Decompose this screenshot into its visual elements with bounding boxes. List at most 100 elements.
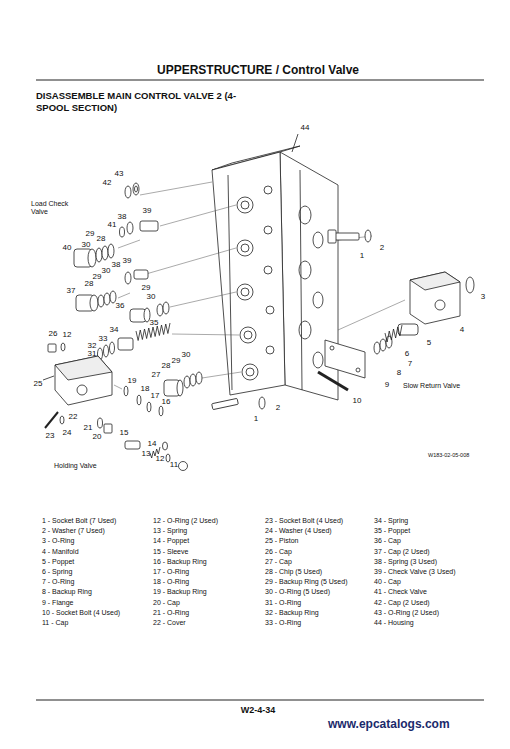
housing-shape-shape — [266, 346, 274, 354]
housing-shape-shape — [241, 201, 249, 209]
callout-number: 20 — [93, 433, 102, 441]
callout-number: 32 — [88, 342, 97, 350]
callout-number: 43 — [115, 170, 124, 178]
assembly-lines — [118, 182, 405, 378]
check-valve-parts-shape — [104, 345, 109, 357]
load-check-valve-parts-shape — [125, 186, 131, 198]
assembly-lines-shape — [140, 182, 212, 195]
slow-return-valve-parts-shape — [318, 372, 348, 390]
spring-symbols — [136, 323, 402, 458]
parts-list-entry: 16 - Backup Ring — [153, 558, 207, 565]
parts-list-entry: 9 - Flange — [42, 599, 74, 606]
callout-number: 27 — [152, 371, 161, 379]
parts-list-entry: 15 - Sleeve — [153, 548, 188, 555]
header-rule — [36, 79, 484, 80]
parts-list-entry: 2 - Washer (7 Used) — [42, 527, 105, 534]
slow-return-valve-parts-shape — [335, 233, 359, 240]
slow-return-valve-parts-shape — [410, 272, 460, 324]
callout-number: 34 — [110, 326, 119, 334]
callout-number: 28 — [162, 362, 171, 370]
figure-code: W183-02-05-008 — [428, 453, 469, 459]
holding-valve-parts-shape — [104, 424, 112, 433]
callout-number: 28 — [85, 280, 94, 288]
callout-number: 23 — [46, 432, 55, 440]
check-valve-parts-shape — [98, 295, 104, 307]
housing-shape — [237, 186, 323, 380]
callout-number: 8 — [397, 369, 401, 377]
page-title: UPPERSTRUCTURE / Control Valve — [157, 64, 359, 76]
callout-number: 28 — [97, 235, 106, 243]
holding-valve-parts-shape — [43, 376, 54, 380]
callout-number: 30 — [102, 267, 111, 275]
slow-return-valve-parts-shape — [259, 397, 265, 409]
parts-list-entry: 11 - Cap — [42, 619, 68, 626]
callout-number: 44 — [301, 124, 310, 132]
holding-valve-parts-shape — [124, 386, 128, 396]
load-check-valve-parts-shape — [88, 249, 96, 267]
slow-return-valve-parts-shape — [435, 300, 445, 310]
load-check-valve-parts-shape — [102, 246, 108, 260]
parts-list-entry: 27 - Cap — [265, 558, 292, 565]
check-valve-parts-shape — [110, 342, 115, 354]
holding-valve-parts-shape — [45, 412, 58, 428]
watermark: www.epcatalogs.com — [328, 718, 450, 730]
parts-list-entry: 20 - Cap — [153, 599, 180, 606]
assembly-lines-shape — [172, 334, 239, 335]
callout-number: 24 — [63, 429, 72, 437]
slow-return-valve-parts-shape — [330, 346, 334, 350]
parts-list-entry: 36 - Cap — [374, 537, 401, 544]
check-valve-parts-shape — [157, 304, 163, 316]
housing-shape-shape — [240, 327, 256, 343]
housing-shape-shape — [246, 368, 254, 376]
callout-number: 33 — [99, 335, 108, 343]
check-valve-parts-shape — [110, 291, 116, 303]
slow-return-valve-parts-shape — [466, 277, 474, 293]
housing-shape — [300, 170, 302, 390]
callout-number: 41 — [108, 221, 117, 229]
holding-valve-parts-shape — [159, 406, 163, 416]
callout-number: 6 — [405, 350, 409, 358]
callout-number: 2 — [380, 244, 384, 252]
holding-valve-parts-shape — [166, 454, 170, 462]
parts-list-entry: 14 - Poppet — [153, 537, 189, 544]
parts-list-entry: 21 - O-Ring — [153, 609, 189, 616]
load-check-valve-parts-shape — [108, 244, 114, 258]
assembly-label: Holding Valve — [54, 462, 97, 469]
parts-list-entry: 31 - O-Ring — [265, 599, 301, 606]
housing-shape — [212, 152, 285, 395]
holding-valve-parts-shape — [179, 462, 188, 471]
parts-list-entry: 3 - O-Ring — [42, 537, 74, 544]
parts-list-entry: 22 - Cover — [153, 619, 186, 626]
holding-valve-parts-shape — [137, 395, 141, 405]
slow-return-valve-parts-shape — [380, 339, 386, 351]
assembly-lines-shape — [202, 372, 241, 378]
parts-list-entry: 43 - O-Ring (2 Used) — [374, 609, 439, 616]
callout-number: 39 — [143, 207, 152, 215]
callout-number: 5 — [427, 339, 431, 347]
holding-valve-parts-shape — [147, 402, 151, 412]
callout-number: 9 — [385, 381, 389, 389]
callout-number: 17 — [151, 392, 160, 400]
load-check-valve-parts-shape — [120, 227, 125, 237]
housing — [212, 146, 338, 400]
callout-number: 10 — [353, 397, 362, 405]
callout-number: 25 — [34, 380, 43, 388]
callout-number: 29 — [172, 357, 181, 365]
assembly-lines-shape — [160, 205, 236, 226]
housing-shape-shape — [237, 197, 253, 213]
callout-number: 16 — [162, 398, 171, 406]
assembly-lines-shape — [338, 300, 405, 330]
parts-list-entry: 30 - O-Ring (5 Used) — [265, 588, 330, 595]
parts-list-entry: 7 - O-Ring — [42, 578, 74, 585]
load-check-valve-parts-shape — [140, 221, 158, 231]
parts-list-entry: 26 - Cap — [265, 548, 292, 555]
load-check-valve-parts-shape — [96, 248, 102, 262]
callout-number: 1 — [254, 415, 258, 423]
holding-valve-parts-shape — [48, 344, 56, 352]
holding-valve-parts-shape — [55, 356, 112, 405]
check-valve-parts-shape — [177, 380, 183, 396]
callout-number: 13 — [142, 450, 151, 458]
parts-list-entry: 37 - Cap (2 Used) — [374, 548, 430, 555]
parts-list-entry: 8 - Backup Ring — [42, 588, 92, 595]
parts-list-entry: 34 - Spring — [374, 517, 408, 524]
